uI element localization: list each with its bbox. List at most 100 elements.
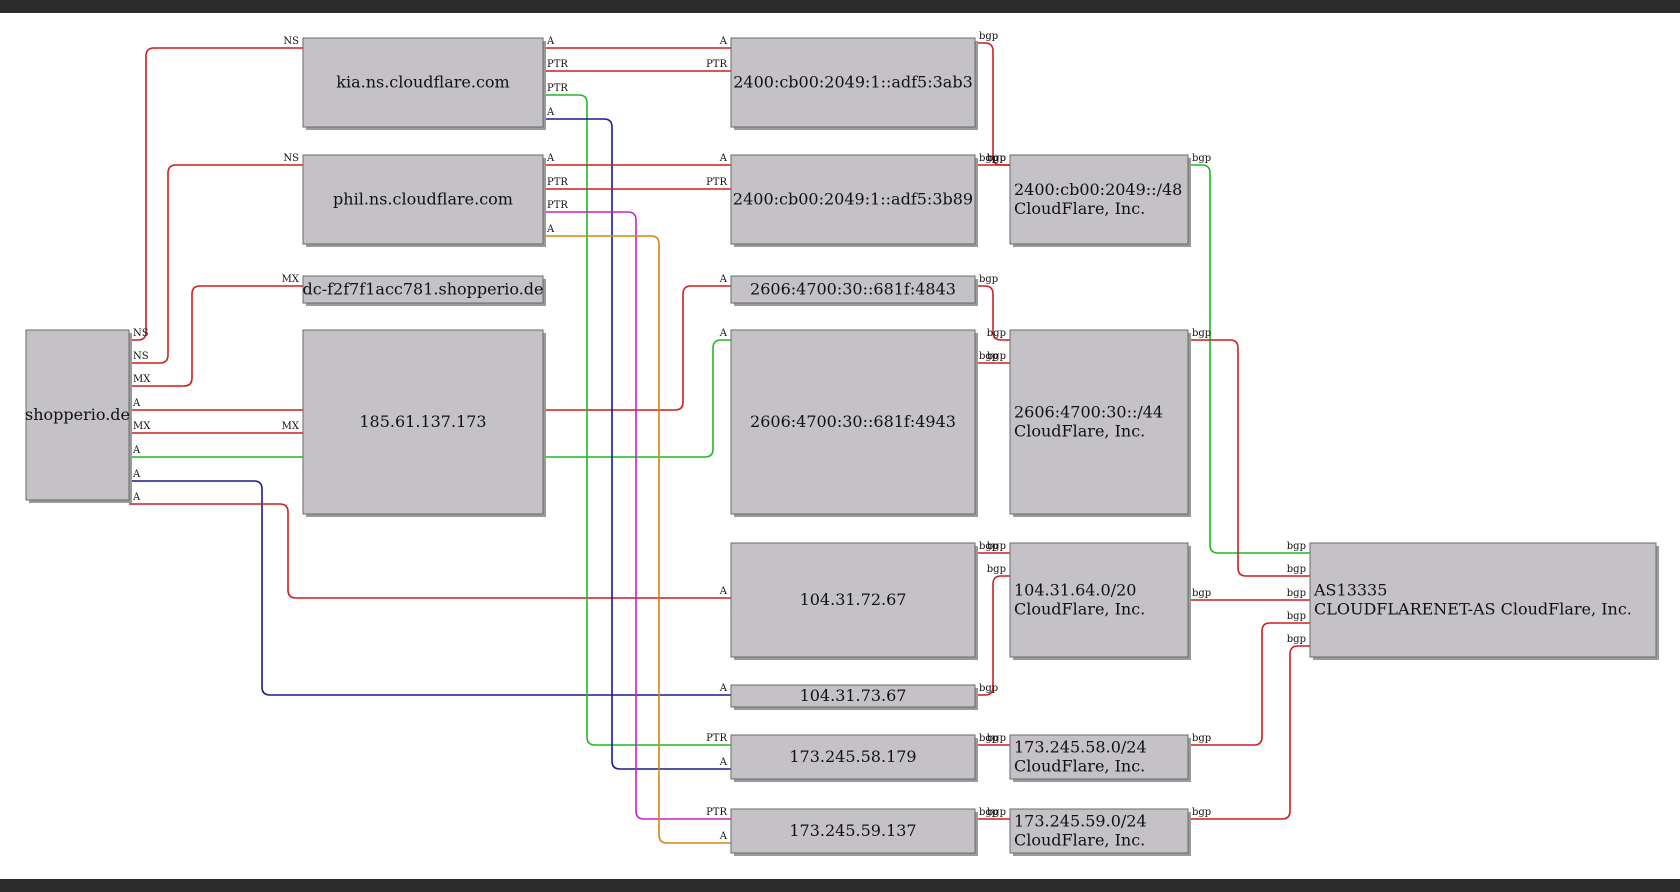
dns-graph: shopperio.de kia.ns.cloudflare.com phil.ns… <box>25 31 1659 856</box>
node-box <box>302 329 544 515</box>
edge-tail-label: bgp <box>979 733 998 744</box>
edge-head-label: PTR <box>706 59 727 70</box>
edge-tail-label: bgp <box>979 541 998 552</box>
node-label: 173.245.59.0/24 <box>1014 812 1147 831</box>
edge-tail-label: NS <box>133 351 149 362</box>
node-ip59[interactable]: 173.245.59.137 <box>730 808 978 856</box>
edge-head-label: A <box>719 586 728 597</box>
node-label: 173.245.58.0/24 <box>1014 738 1147 757</box>
node-label: kia.ns.cloudflare.com <box>336 73 509 92</box>
edge-tail-label: PTR <box>547 83 568 94</box>
edge-v6-4843-to-net2606 <box>975 285 1010 341</box>
edge-tail-label: bgp <box>979 683 998 694</box>
edge-head-label: A <box>719 683 728 694</box>
node-label: 104.31.64.0/20 <box>1014 581 1136 600</box>
edges-layer <box>129 42 1310 844</box>
edge-tail-label: NS <box>133 328 149 339</box>
edge-head-label: bgp <box>1287 611 1306 622</box>
node-box <box>1009 154 1189 245</box>
node-box <box>730 154 976 245</box>
edge-head-label: bgp <box>987 328 1006 339</box>
edge-net2606-to-as13335 <box>1188 339 1310 577</box>
edge-shopperio-to-phil <box>129 164 303 364</box>
node-label: CloudFlare, Inc. <box>1014 831 1145 850</box>
node-label: 173.245.59.137 <box>789 821 916 840</box>
node-ip185[interactable]: 185.61.137.173 <box>302 329 546 517</box>
edge-head-label: A <box>719 757 728 768</box>
edge-shopperio-to-v6-4843 <box>129 285 731 411</box>
node-shopperio[interactable]: shopperio.de <box>25 329 132 503</box>
node-v6-4943[interactable]: 2606:4700:30::681f:4943 <box>730 329 978 517</box>
edge-head-label: PTR <box>706 733 727 744</box>
edge-head-label: PTR <box>706 177 727 188</box>
node-box <box>302 275 544 304</box>
edge-shopperio-to-mxdc <box>129 285 303 387</box>
node-label: CloudFlare, Inc. <box>1014 199 1145 218</box>
edge-tail-label: PTR <box>547 177 568 188</box>
dns-graph-canvas: shopperio.de kia.ns.cloudflare.com phil.ns… <box>0 13 1680 879</box>
node-label: 2400:cb00:2049:1::adf5:3b89 <box>733 190 973 209</box>
edge-tail-label: bgp <box>1192 588 1211 599</box>
edge-head-label: A <box>719 153 728 164</box>
node-v6-4843[interactable]: 2606:4700:30::681f:4843 <box>730 275 978 306</box>
edge-head-label: bgp <box>987 351 1006 362</box>
edge-head-label: bgp <box>1287 541 1306 552</box>
edge-head-label: A <box>719 36 728 47</box>
edge-net2400-to-as13335 <box>1188 164 1310 554</box>
edge-tail-label: bgp <box>979 31 998 42</box>
node-label: dc-f2f7f1acc781.shopperio.de <box>302 280 543 299</box>
edge-head-label: NS <box>283 36 299 47</box>
edge-ip73-to-net104 <box>975 575 1010 696</box>
node-ip73[interactable]: 104.31.73.67 <box>730 684 978 710</box>
edge-head-label: bgp <box>987 564 1006 575</box>
edge-shopperio-to-kia <box>129 47 303 341</box>
node-box <box>730 734 976 780</box>
edge-head-label: bgp <box>1287 564 1306 575</box>
edge-phil-to-ip59 <box>543 211 731 820</box>
node-label: 2606:4700:30::/44 <box>1014 403 1163 422</box>
edge-tail-label: A <box>546 36 555 47</box>
node-label: 104.31.72.67 <box>800 590 907 609</box>
edge-tail-label: bgp <box>979 807 998 818</box>
node-ip58[interactable]: 173.245.58.179 <box>730 734 978 782</box>
edge-head-label: bgp <box>1287 634 1306 645</box>
node-phil[interactable]: phil.ns.cloudflare.com <box>302 154 546 247</box>
node-label: AS13335 <box>1313 581 1387 600</box>
node-box <box>1009 329 1189 515</box>
node-kia[interactable]: kia.ns.cloudflare.com <box>302 37 546 130</box>
edge-tail-label: A <box>132 398 141 409</box>
node-label: CloudFlare, Inc. <box>1014 757 1145 776</box>
edge-shopperio-to-ip73 <box>129 480 731 696</box>
edge-head-label: NS <box>283 153 299 164</box>
edge-tail-label: bgp <box>1192 733 1211 744</box>
node-box <box>302 154 544 245</box>
edge-head-label: PTR <box>706 807 727 818</box>
edge-tail-label: bgp <box>979 153 998 164</box>
node-v6-3b89[interactable]: 2400:cb00:2049:1::adf5:3b89 <box>730 154 978 247</box>
node-mxdc[interactable]: dc-f2f7f1acc781.shopperio.de <box>302 275 546 306</box>
node-box <box>1309 542 1657 658</box>
node-label: 2400:cb00:2049::/48 <box>1014 180 1182 199</box>
edge-tail-label: A <box>546 153 555 164</box>
node-box <box>25 329 130 501</box>
node-label: phil.ns.cloudflare.com <box>333 190 513 209</box>
edge-tail-label: bgp <box>1192 328 1211 339</box>
node-label: 2606:4700:30::681f:4843 <box>750 280 956 299</box>
edge-tail-label: MX <box>133 421 151 432</box>
edge-tail-label: A <box>132 469 141 480</box>
node-label: CloudFlare, Inc. <box>1014 422 1145 441</box>
node-label: shopperio.de <box>25 405 130 424</box>
edge-phil-to-ip59 <box>543 235 731 844</box>
node-ip72[interactable]: 104.31.72.67 <box>730 542 978 660</box>
node-v6-3ab3[interactable]: 2400:cb00:2049:1::adf5:3ab3 <box>730 37 978 130</box>
edge-net59-to-as13335 <box>1188 645 1310 820</box>
edge-head-label: A <box>719 274 728 285</box>
edge-tail-label: bgp <box>1192 153 1211 164</box>
node-label: 2606:4700:30::681f:4943 <box>750 412 956 431</box>
